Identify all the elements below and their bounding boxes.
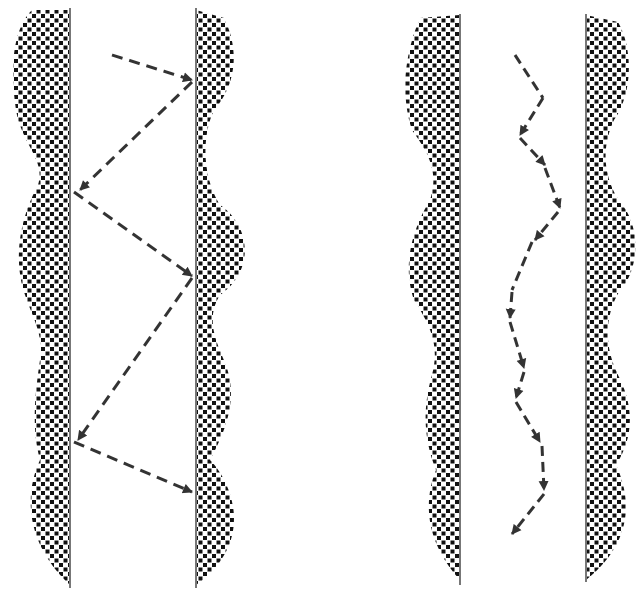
- right-arrow-8: [510, 322, 524, 368]
- right-panel-outer-stipple: [405, 15, 460, 580]
- right-panel: [405, 14, 635, 585]
- left-panel-inner-stipple: [196, 10, 245, 585]
- left-arrow-3: [74, 192, 192, 276]
- left-panel-arrow-path: [74, 55, 192, 492]
- left-arrow-1: [112, 55, 192, 80]
- right-arrow-6: [512, 242, 532, 290]
- right-arrow-9: [516, 372, 524, 398]
- right-arrow-11: [542, 446, 544, 490]
- right-arrow-10: [516, 402, 540, 442]
- left-arrow-2: [80, 82, 192, 190]
- left-panel-outer-stipple: [13, 10, 70, 585]
- left-arrow-5: [74, 442, 192, 492]
- right-arrow-1: [515, 55, 543, 98]
- right-panel-inner-stipple: [586, 15, 635, 580]
- right-arrow-2: [520, 98, 543, 135]
- right-arrow-12: [512, 494, 544, 534]
- right-arrow-3: [520, 138, 545, 165]
- left-arrow-4: [78, 278, 192, 440]
- right-arrow-4: [545, 168, 560, 208]
- right-arrow-5: [535, 212, 558, 240]
- left-panel: [13, 8, 245, 588]
- right-arrow-7: [510, 292, 512, 318]
- right-panel-arrow-path: [510, 55, 560, 534]
